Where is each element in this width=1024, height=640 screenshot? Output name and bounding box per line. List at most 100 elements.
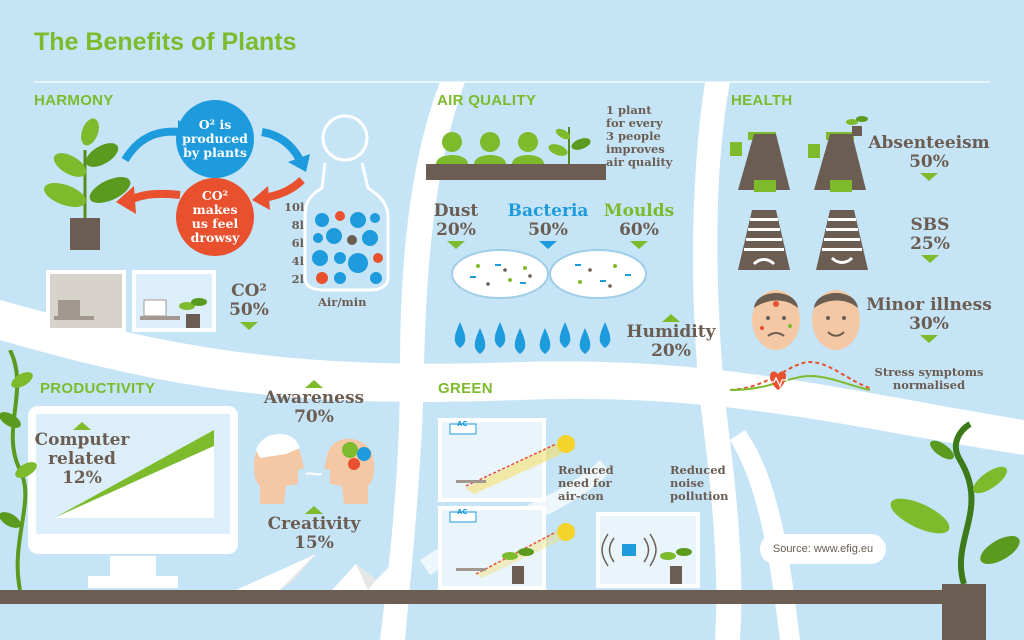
air-scale-10: 10l xyxy=(284,200,305,214)
bacteria-value: 50% xyxy=(528,220,568,240)
health-heading: HEALTH xyxy=(731,92,793,109)
decrease-arrow-icon xyxy=(630,241,648,249)
source-badge: Source: www.efig.eu xyxy=(760,534,886,564)
air-bubbles xyxy=(312,211,383,284)
note-line-3: 3 people xyxy=(606,129,661,143)
increase-arrow-icon xyxy=(305,380,323,388)
aircon-line-1: Reduced xyxy=(558,463,614,477)
ac-unit-label-bottom: AC xyxy=(457,508,468,516)
increase-arrow-icon xyxy=(662,314,680,322)
decrease-arrow-icon xyxy=(447,241,465,249)
note-line-4: improves xyxy=(606,142,665,156)
increase-arrow-icon xyxy=(305,506,323,514)
air-scale-6: 6l xyxy=(291,236,304,250)
office-rooms-icon xyxy=(46,270,216,332)
people-plant-icon xyxy=(426,127,606,180)
moulds-stat: Moulds 60% xyxy=(602,202,676,249)
co2-stat-value: 50% xyxy=(229,300,269,320)
creativity-stat: Creativity 15% xyxy=(264,506,364,553)
absenteeism-label: Absenteeism xyxy=(868,133,990,153)
co2-stat-label: CO² xyxy=(231,281,267,301)
vine-icon xyxy=(0,350,37,590)
computer-related-stat: Computer related 12% xyxy=(34,422,130,488)
small-plant-icon xyxy=(846,116,868,136)
sbs-stat: SBS 25% xyxy=(890,216,970,263)
co2-line-2: makes xyxy=(192,202,238,217)
bacteria-label: Bacteria xyxy=(507,201,589,221)
o2-bubble: O² is produced by plants xyxy=(176,100,254,178)
harmony-heading: HARMONY xyxy=(34,92,114,109)
large-plant-icon xyxy=(890,421,1020,640)
o2-line-2: produced xyxy=(182,131,248,146)
aircon-note: Reduced need for air-con xyxy=(558,464,614,503)
co2-line-3: us feel xyxy=(191,216,239,231)
noise-line-3: pollution xyxy=(670,489,729,503)
sbs-label: SBS xyxy=(910,215,950,235)
co2-bubble: CO² makes us feel drowsy xyxy=(176,178,254,256)
humidity-label: Humidity xyxy=(626,322,716,342)
decrease-arrow-icon xyxy=(240,322,258,330)
note-line-1: 1 plant xyxy=(606,103,652,117)
paper-planes-icon xyxy=(236,554,400,590)
sun-building-icon xyxy=(438,418,575,590)
ac-unit-label-top: AC xyxy=(457,420,468,428)
note-line-2: for every xyxy=(606,116,663,130)
decrease-arrow-icon xyxy=(920,173,938,181)
stress-line-2: normalised xyxy=(892,378,966,392)
petri-dishes-icon xyxy=(451,249,647,299)
absenteeism-stat: Absenteeism 50% xyxy=(868,134,990,181)
awareness-value: 70% xyxy=(294,407,334,427)
page-title: The Benefits of Plants xyxy=(34,28,297,56)
productivity-heading: PRODUCTIVITY xyxy=(40,380,156,397)
noise-line-2: noise xyxy=(670,476,705,490)
computer-line-2: related xyxy=(48,449,116,469)
o2-line-3: by plants xyxy=(183,145,247,160)
creativity-value: 15% xyxy=(294,533,334,553)
minor-illness-value: 30% xyxy=(909,314,949,334)
decrease-arrow-icon xyxy=(539,241,557,249)
stress-curve-icon xyxy=(730,360,870,391)
moulds-label: Moulds xyxy=(603,201,675,221)
co2-line-4: drowsy xyxy=(190,230,240,245)
health-icons xyxy=(730,132,868,270)
air-quality-heading: AIR QUALITY xyxy=(437,92,537,109)
air-scale-4: 4l xyxy=(291,254,304,268)
sbs-value: 25% xyxy=(910,234,950,254)
increase-arrow-icon xyxy=(73,422,91,430)
note-line-5: air quality xyxy=(606,155,673,169)
creativity-label: Creativity xyxy=(267,514,361,534)
co2-line-1: CO² xyxy=(201,188,229,203)
aircon-line-3: air-con xyxy=(558,489,604,503)
aircon-line-2: need for xyxy=(558,476,612,490)
green-heading: GREEN xyxy=(438,380,493,397)
decrease-arrow-icon xyxy=(920,335,938,343)
awareness-label: Awareness xyxy=(263,388,365,408)
absenteeism-value: 50% xyxy=(909,152,949,172)
air-scale: 10l 8l 6l 4l 2l xyxy=(284,198,304,288)
air-scale-8: 8l xyxy=(291,218,304,232)
water-drops-icon xyxy=(454,322,611,354)
air-scale-2: 2l xyxy=(291,272,304,286)
pot-icon xyxy=(70,218,100,250)
faces-icon xyxy=(752,290,860,350)
stress-note: Stress symptoms normalised xyxy=(872,366,986,392)
computer-line-3: 12% xyxy=(62,468,102,488)
computer-line-1: Computer xyxy=(34,430,130,450)
noise-speaker-icon xyxy=(596,512,700,588)
human-lungs-icon xyxy=(303,114,390,292)
dust-label: Dust xyxy=(433,201,479,221)
plant-people-note: 1 plant for every 3 people improves air … xyxy=(606,104,672,169)
humidity-value: 20% xyxy=(651,341,691,361)
air-per-min-label: Air/min xyxy=(318,295,367,309)
moulds-value: 60% xyxy=(619,220,659,240)
bacteria-stat: Bacteria 50% xyxy=(506,202,590,249)
minor-illness-label: Minor illness xyxy=(866,295,992,315)
dust-value: 20% xyxy=(436,220,476,240)
o2-line-1: O² is xyxy=(198,117,232,132)
dust-stat: Dust 20% xyxy=(430,202,482,249)
computer-monitor-icon xyxy=(28,406,238,588)
noise-line-1: Reduced xyxy=(670,463,726,477)
co2-stat: CO² 50% xyxy=(226,282,272,330)
harmony-plant-illustration xyxy=(44,118,310,250)
heads-icon xyxy=(254,433,374,504)
